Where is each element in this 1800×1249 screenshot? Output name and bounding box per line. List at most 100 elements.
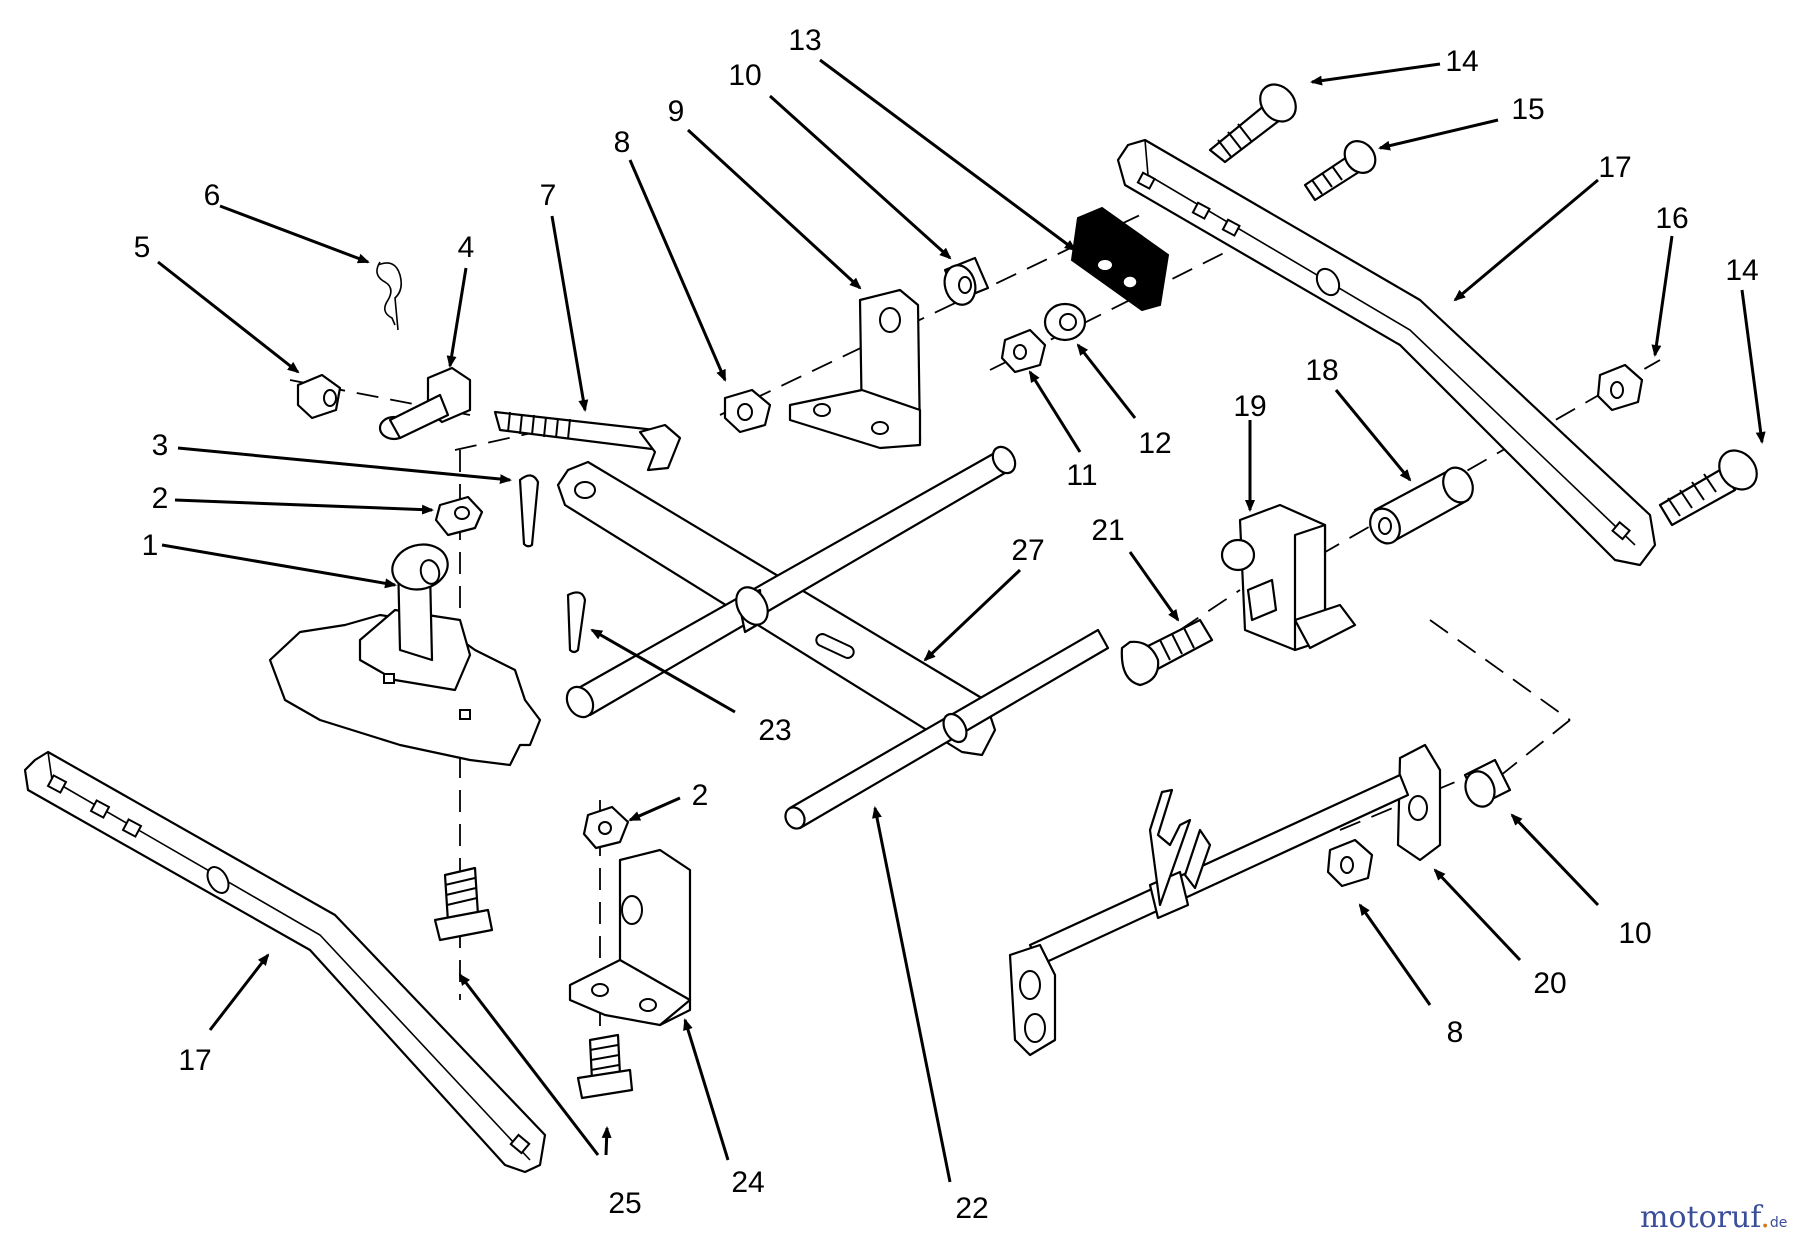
part-11-nut — [1000, 328, 1047, 374]
leader-11 — [1028, 370, 1082, 453]
leader-10a — [768, 94, 952, 260]
callout-25: 25 — [608, 1187, 641, 1220]
callout-11: 11 — [1066, 459, 1097, 492]
leader-10b — [1510, 813, 1600, 907]
callout-18: 18 — [1305, 354, 1338, 387]
cross-shaft — [565, 445, 1017, 719]
part-13-pad — [1070, 206, 1170, 312]
callout-21: 21 — [1091, 514, 1124, 547]
leader-17a — [208, 953, 270, 1031]
callout-3: 3 — [152, 429, 169, 462]
lower-actuator-assembly — [1008, 743, 1442, 1057]
part-27-link-bar — [556, 460, 997, 757]
part-12-washer — [1043, 302, 1087, 342]
callout-14: 14 — [1725, 254, 1758, 287]
callout-1: 1 — [142, 529, 159, 562]
leader-23 — [590, 628, 736, 714]
part-8-nut-upper — [723, 388, 772, 434]
part-23-cotter-pin — [566, 591, 587, 654]
part-17-right-bar — [1116, 138, 1657, 567]
leader-27 — [923, 568, 1022, 662]
callout-6: 6 — [204, 179, 221, 212]
part-4-swivel — [378, 366, 472, 441]
parts-layer — [23, 83, 1758, 1174]
leader-3 — [177, 446, 512, 485]
leader-18 — [1334, 389, 1412, 482]
callout-10: 10 — [728, 59, 761, 92]
part-24-l-bracket — [568, 848, 692, 1027]
part-25-bolt-left — [433, 866, 494, 942]
part-5-nut — [296, 373, 342, 420]
leader-13 — [819, 58, 1077, 252]
part-21-carriage-bolt — [1120, 618, 1214, 687]
part-25-bolt-lower — [576, 1033, 634, 1100]
leader-2a — [174, 498, 434, 515]
watermark-main: motoruf — [1640, 1200, 1763, 1235]
part-10-spacer-lower — [1463, 758, 1512, 808]
callout-19: 19 — [1233, 390, 1266, 423]
part-16-nut — [1596, 363, 1644, 412]
part-22-long-pin — [784, 628, 1110, 830]
watermark-text: motoruf.de — [1640, 1200, 1787, 1235]
leader-7 — [550, 215, 589, 412]
leader-15 — [1378, 118, 1499, 151]
callout-labels-layer: 1 2 2 3 4 5 6 7 8 8 9 10 10 11 12 13 14 … — [134, 24, 1759, 1225]
callout-22: 22 — [955, 1192, 988, 1225]
leader-25a — [458, 973, 600, 1156]
leader-6 — [219, 204, 370, 264]
leader-lines-layer — [157, 58, 1766, 1183]
part-3-cotter-pin — [518, 474, 540, 548]
leader-14b — [1740, 289, 1766, 444]
watermark-tld: de — [1770, 1215, 1788, 1231]
callout-12: 12 — [1138, 427, 1171, 460]
leader-14a — [1310, 62, 1441, 86]
leader-16 — [1651, 235, 1674, 357]
leader-4 — [446, 267, 468, 368]
callout-20: 20 — [1533, 967, 1566, 1000]
part-17-left-bar — [23, 750, 547, 1174]
part-6-hairpin-clip — [376, 261, 402, 331]
leader-25b — [601, 1126, 612, 1156]
part-2-nut-lower — [582, 805, 630, 850]
part-8-nut-lower — [1326, 838, 1374, 888]
callout-8: 8 — [614, 126, 631, 159]
callout-7: 7 — [540, 179, 557, 212]
part-18-spacer — [1369, 466, 1474, 545]
leader-24 — [683, 1018, 730, 1161]
motoruf-watermark: motoruf.de — [1640, 1200, 1787, 1235]
callout-24: 24 — [731, 1166, 764, 1199]
callout-27: 27 — [1011, 534, 1044, 567]
callout-14: 14 — [1445, 45, 1478, 78]
part-9-l-bracket — [788, 288, 922, 450]
leader-8a — [628, 159, 727, 382]
leader-2b — [628, 796, 681, 822]
callout-17: 17 — [1598, 151, 1631, 184]
part-14-bolt-lower — [1658, 449, 1758, 527]
part-10-spacer-upper — [943, 256, 990, 306]
watermark-dot: . — [1760, 1200, 1770, 1235]
callout-2: 2 — [692, 779, 709, 812]
part-15-bolt — [1303, 140, 1377, 202]
part-2-nut-upper — [434, 495, 484, 537]
callout-17: 17 — [178, 1044, 211, 1077]
callout-23: 23 — [758, 714, 791, 747]
leader-9 — [686, 128, 862, 290]
part-1-mounting-plate — [268, 543, 542, 767]
leader-20 — [1433, 868, 1522, 962]
leader-8b — [1358, 903, 1432, 1006]
leader-21 — [1128, 551, 1180, 622]
callout-9: 9 — [668, 95, 685, 128]
part-7-threaded-rod — [493, 410, 682, 472]
leader-22 — [872, 806, 952, 1183]
callout-8: 8 — [1447, 1016, 1464, 1049]
callout-15: 15 — [1511, 93, 1544, 126]
part-19-bracket — [1220, 503, 1357, 652]
leader-5 — [157, 260, 300, 374]
callout-16: 16 — [1655, 202, 1688, 235]
part-14-bolt-upper — [1208, 83, 1297, 164]
callout-13: 13 — [788, 24, 821, 57]
callout-5: 5 — [134, 231, 151, 264]
callout-10: 10 — [1618, 917, 1651, 950]
leader-17b — [1453, 178, 1599, 302]
